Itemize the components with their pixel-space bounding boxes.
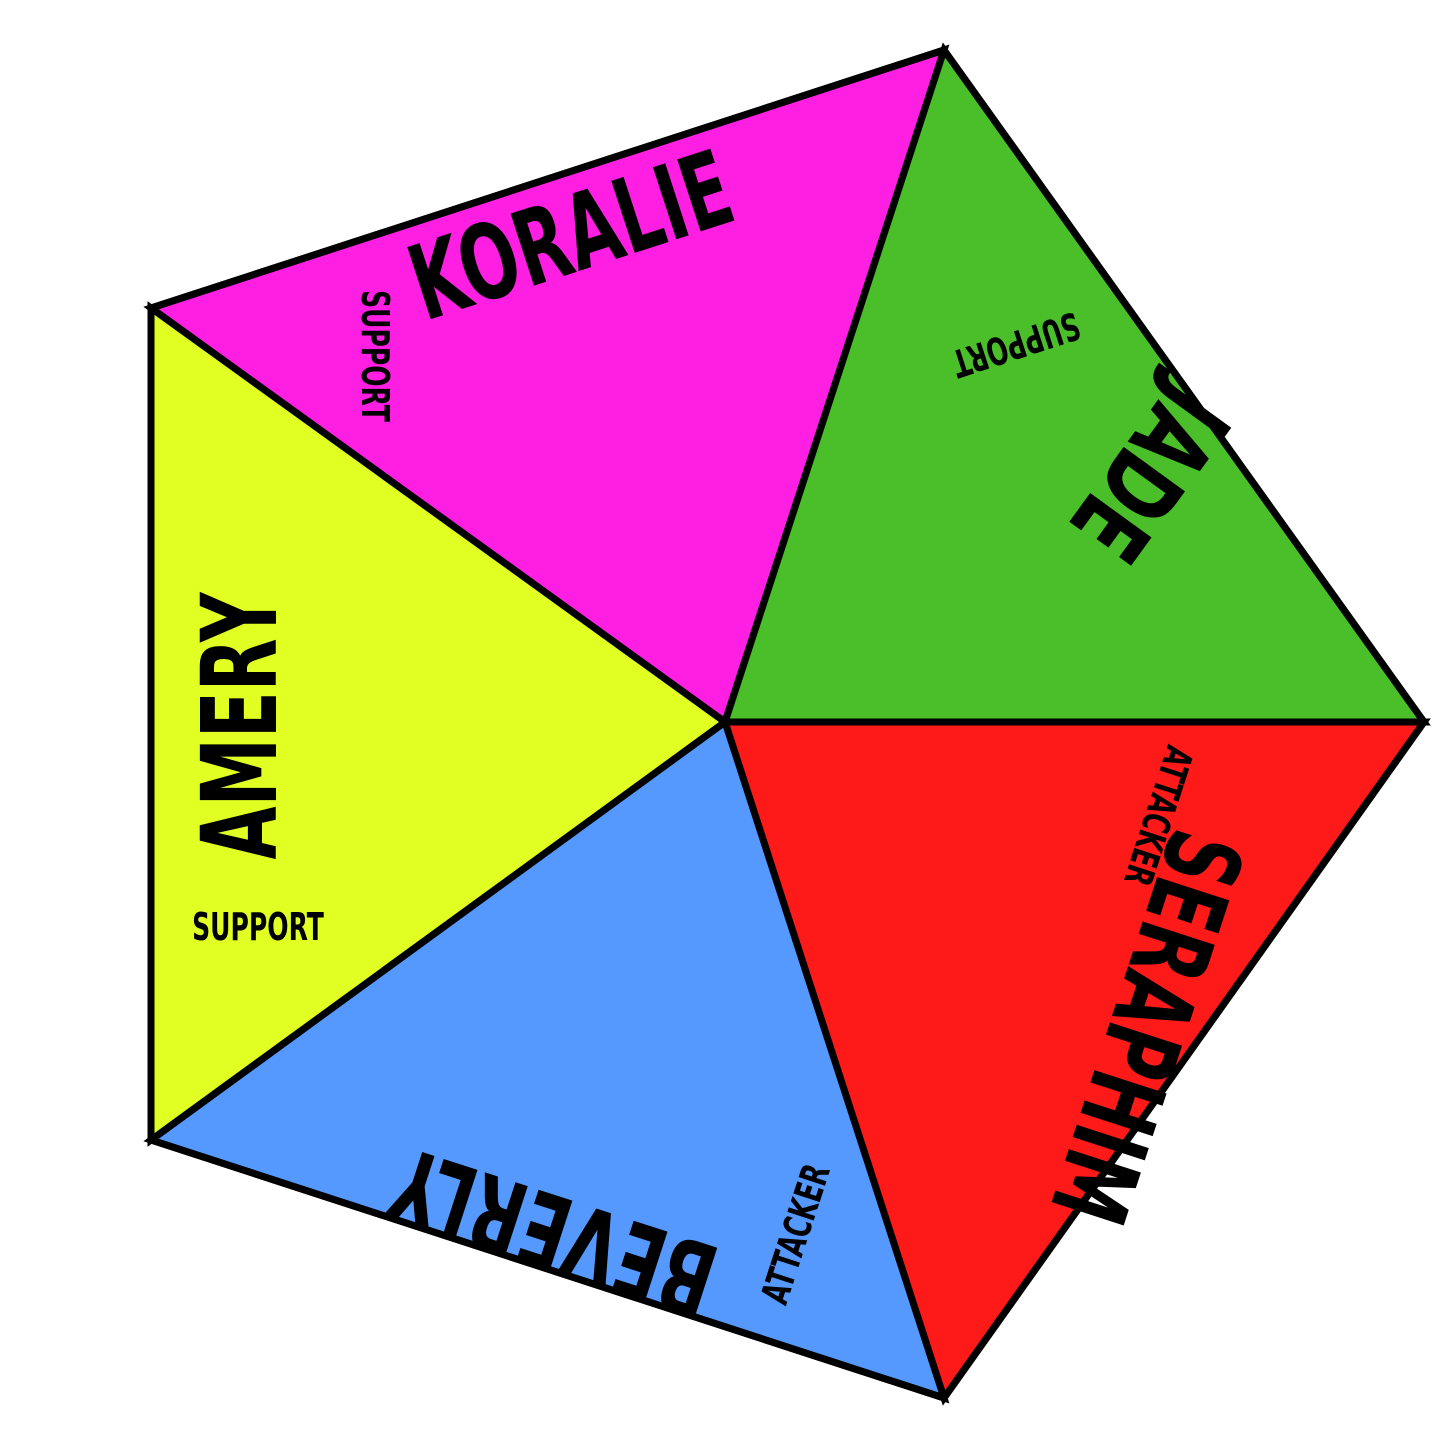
pentagon-outline [147, 45, 1429, 1403]
koralie-role: SUPPORT [353, 290, 398, 422]
amery-name: AMERY [179, 592, 301, 860]
section-amery: AMERY SUPPORT [147, 301, 731, 1147]
amery-role: SUPPORT [192, 905, 324, 950]
